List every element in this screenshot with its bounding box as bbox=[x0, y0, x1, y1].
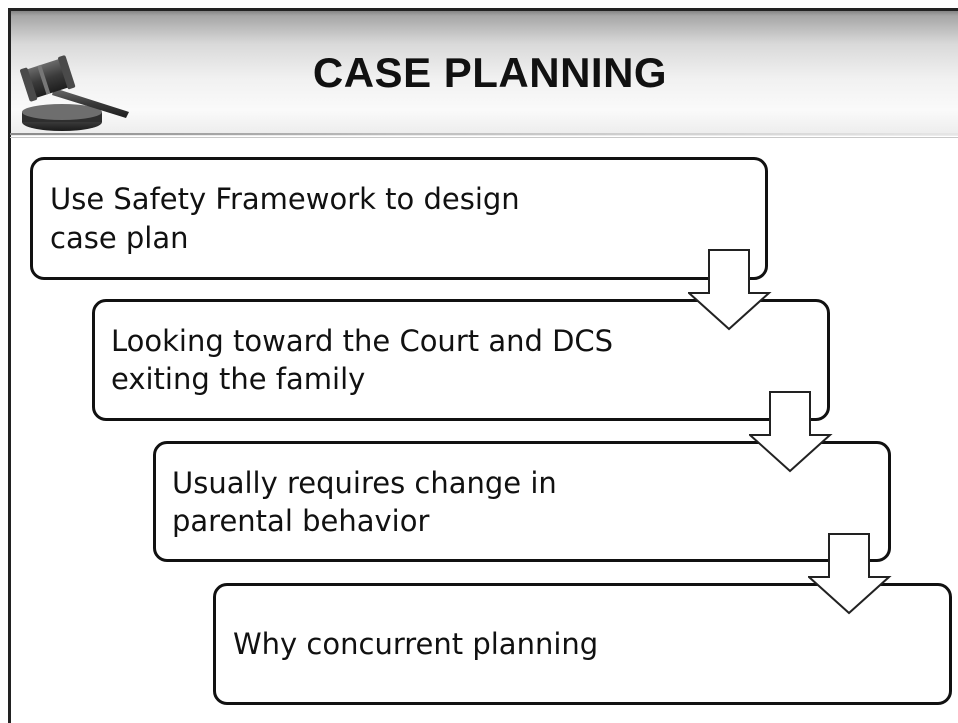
gavel-icon bbox=[20, 55, 129, 131]
slide-title: CASE PLANNING bbox=[312, 49, 668, 96]
step-2-line-1: Looking toward the Court and DCS bbox=[111, 324, 614, 358]
step-box-2: Looking toward the Court and DCS exiting… bbox=[92, 299, 830, 421]
slide-header bbox=[10, 8, 958, 136]
step-2-line-2: exiting the family bbox=[111, 362, 366, 396]
step-box-3: Usually requires change in parental beha… bbox=[153, 441, 891, 562]
step-box-1: Use Safety Framework to design case plan bbox=[30, 157, 768, 280]
step-1-line-1: Use Safety Framework to design bbox=[50, 182, 520, 216]
step-4-line-1: Why concurrent planning bbox=[233, 627, 599, 661]
slide-left-border bbox=[8, 8, 11, 723]
step-3-line-1: Usually requires change in bbox=[172, 466, 557, 500]
down-arrow-icon-1 bbox=[688, 249, 772, 331]
down-arrow-icon-3 bbox=[808, 533, 892, 615]
step-3-line-2: parental behavior bbox=[172, 504, 430, 538]
header-divider bbox=[10, 133, 958, 135]
header-border bbox=[8, 8, 958, 11]
step-1-line-2: case plan bbox=[50, 221, 189, 255]
down-arrow-icon-2 bbox=[749, 391, 833, 473]
step-box-4: Why concurrent planning bbox=[213, 583, 952, 705]
header-divider-thin bbox=[10, 137, 958, 138]
